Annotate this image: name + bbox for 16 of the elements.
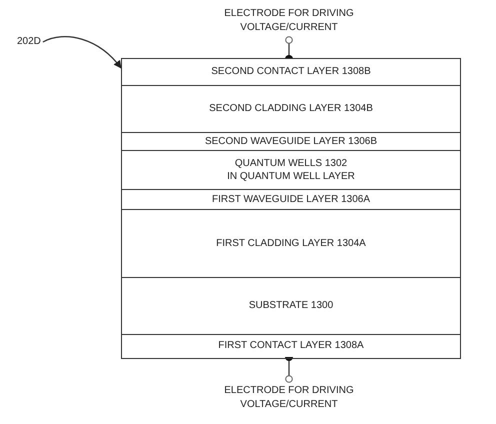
layer-label: FIRST CLADDING LAYER 1304A (216, 236, 366, 250)
layer-label: SECOND CONTACT LAYER 1308B (211, 65, 371, 78)
layer-label: SUBSTRATE 1300 (248, 299, 334, 312)
layer-label: FIRST CONTACT LAYER 1308A (218, 339, 364, 352)
reference-numeral: 202D (17, 35, 41, 49)
electrode-label: ELECTRODE FOR DRIVING VOLTAGE/CURRENT (221, 7, 357, 35)
layer-label: IN QUANTUM WELL LAYER (227, 170, 355, 182)
leader-arrow (42, 36, 122, 69)
layer-label: SECOND WAVEGUIDE LAYER 1306B (204, 134, 378, 148)
electrode-lead (285, 36, 293, 59)
electrode-lead (285, 357, 293, 383)
layer-label: SECOND CLADDING LAYER 1304B (209, 102, 373, 115)
electrode-label: ELECTRODE FOR DRIVING VOLTAGE/CURRENT (221, 384, 357, 412)
layer-stack (121, 58, 461, 359)
layer-label: FIRST WAVEGUIDE LAYER 1306A (212, 192, 370, 206)
layer-label: QUANTUM WELLS 1302 (234, 156, 348, 170)
